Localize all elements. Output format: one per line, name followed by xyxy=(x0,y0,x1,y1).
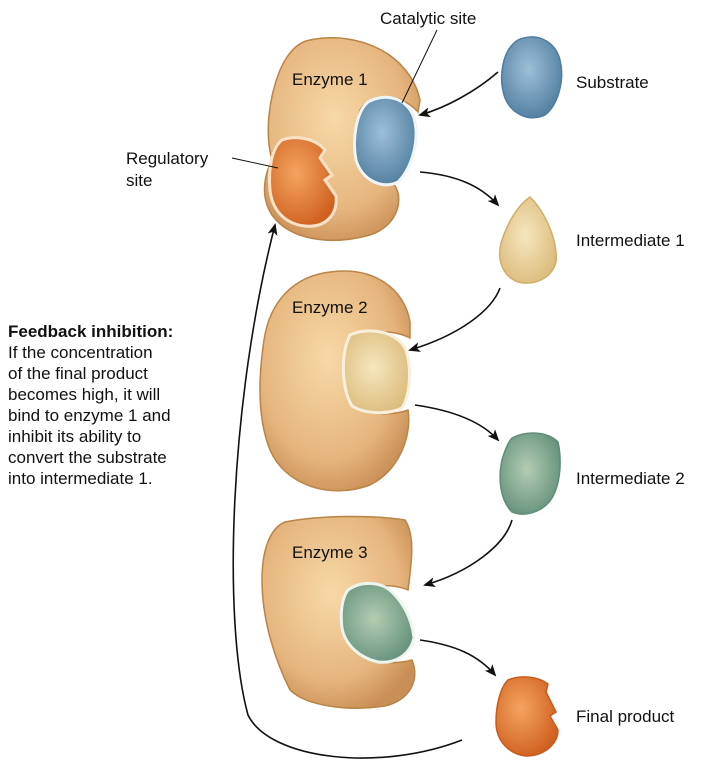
feedback-line: becomes high, it will xyxy=(8,384,173,405)
enzyme-2-label: Enzyme 2 xyxy=(292,298,368,318)
arrow-enzyme3-to-final-product xyxy=(420,640,495,675)
feedback-inhibition-title: Feedback inhibition: xyxy=(8,321,173,342)
enzyme-3-label: Enzyme 3 xyxy=(292,543,368,563)
substrate-label: Substrate xyxy=(576,73,649,93)
enzyme-1-label: Enzyme 1 xyxy=(292,70,368,90)
feedback-line: inhibit its ability to xyxy=(8,426,173,447)
feedback-line: of the final product xyxy=(8,363,173,384)
catalytic-site-leader xyxy=(402,30,437,103)
intermediate-1-in-enzyme-2 xyxy=(343,331,409,413)
arrow-intermediate2-to-enzyme3 xyxy=(425,520,512,585)
feedback-inhibition-note: Feedback inhibition: If the concentratio… xyxy=(8,321,173,489)
catalytic-site-label: Catalytic site xyxy=(380,9,476,29)
arrow-enzyme2-to-intermediate2 xyxy=(415,405,498,440)
intermediate-1-shape xyxy=(500,197,556,283)
substrate-in-catalytic-site xyxy=(355,97,417,185)
final-product-label: Final product xyxy=(576,707,674,727)
arrow-substrate-to-enzyme1 xyxy=(420,72,498,115)
regulatory-site-label-line2: site xyxy=(126,171,152,191)
arrow-enzyme1-to-intermediate1 xyxy=(420,172,498,205)
intermediate-2-shape xyxy=(500,433,560,514)
intermediate-1-label: Intermediate 1 xyxy=(576,231,685,251)
feedback-line: convert the substrate xyxy=(8,447,173,468)
feedback-line: into intermediate 1. xyxy=(8,468,173,489)
regulatory-site-label-line1: Regulatory xyxy=(126,149,208,169)
final-product-shape xyxy=(496,677,558,756)
substrate-shape xyxy=(502,37,562,118)
feedback-line: If the concentration xyxy=(8,342,173,363)
arrow-intermediate1-to-enzyme2 xyxy=(410,288,500,350)
feedback-line: bind to enzyme 1 and xyxy=(8,405,173,426)
intermediate-2-label: Intermediate 2 xyxy=(576,469,685,489)
